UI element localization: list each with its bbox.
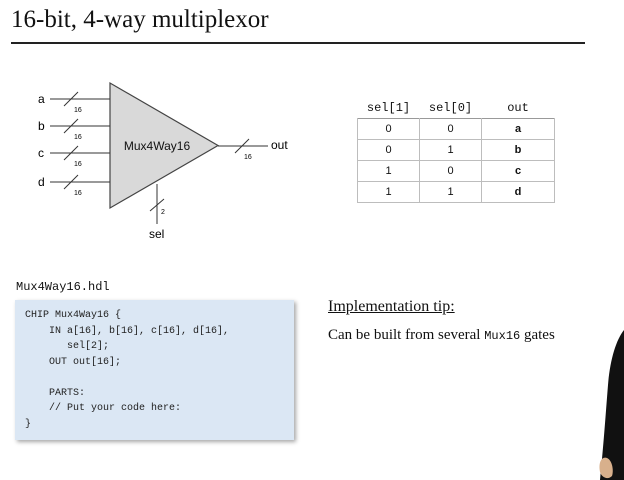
table-cell: 1 [419, 181, 482, 203]
input-b-label: b [38, 119, 45, 133]
tip-text-before: Can be built from several [328, 327, 485, 343]
table-cell: 0 [419, 118, 482, 140]
code-line: IN a[16], b[16], c[16], d[16], [25, 325, 230, 337]
input-c-width: 16 [74, 161, 82, 168]
title-divider [11, 42, 585, 44]
truth-header-sel1: sel[1] [366, 101, 411, 115]
table-cell: c [481, 160, 555, 182]
code-line: PARTS: [25, 387, 86, 399]
select-slash [149, 198, 165, 212]
truth-header-sel0: sel[0] [428, 101, 473, 115]
table-cell: b [481, 139, 555, 161]
table-row: 0 0 a [357, 118, 555, 140]
table-cell: 0 [357, 118, 420, 140]
code-line [25, 370, 284, 386]
table-cell: 0 [357, 139, 420, 161]
input-b-width: 16 [74, 134, 82, 141]
table-cell: d [481, 181, 555, 203]
input-a-width: 16 [74, 107, 82, 114]
code-line: CHIP Mux4Way16 { [25, 310, 122, 321]
tip-title: Implementation tip: [328, 298, 455, 315]
table-cell: 1 [357, 181, 420, 203]
truth-header-out: out [507, 101, 529, 115]
output-slash [234, 138, 250, 154]
code-line: } [25, 418, 32, 430]
table-cell: 1 [357, 160, 420, 182]
code-box: CHIP Mux4Way16 { IN a[16], b[16], c[16],… [15, 300, 294, 440]
table-cell: 0 [419, 160, 482, 182]
table-cell: 1 [419, 139, 482, 161]
tip-text-after: gates [520, 327, 555, 343]
page-title: 16-bit, 4-way multiplexor [11, 6, 269, 33]
select-label: sel [149, 227, 164, 241]
input-d-label: d [38, 175, 45, 189]
code-line: // Put your code here: [25, 403, 182, 414]
input-a-label: a [38, 92, 45, 106]
hdl-file-name: Mux4Way16.hdl [16, 280, 110, 294]
output-label: out [271, 138, 288, 152]
select-width: 2 [161, 209, 165, 216]
input-d-width: 16 [74, 190, 82, 197]
output-width: 16 [244, 154, 252, 161]
table-row: 1 0 c [357, 160, 555, 182]
presenter-silhouette [599, 330, 624, 480]
table-cell: a [481, 118, 555, 140]
input-b-slash [63, 118, 79, 134]
truth-table: sel[1] sel[0] out 0 0 a 0 1 b 1 0 c 1 1 … [357, 98, 555, 203]
mux-gate-shape [109, 81, 220, 210]
table-row: 1 1 d [357, 181, 555, 203]
table-row: 0 1 b [357, 139, 555, 161]
input-c-slash [63, 145, 79, 161]
code-line: OUT out[16]; [25, 356, 122, 368]
input-a-slash [63, 91, 79, 107]
tip-text: Can be built from several Mux16 gates [328, 327, 555, 344]
chip-name-label: Mux4Way16 [124, 139, 191, 153]
tip-code-mux16: Mux16 [484, 329, 521, 343]
input-d-slash [63, 174, 79, 190]
code-line: sel[2]; [25, 341, 110, 352]
input-c-label: c [38, 146, 44, 160]
